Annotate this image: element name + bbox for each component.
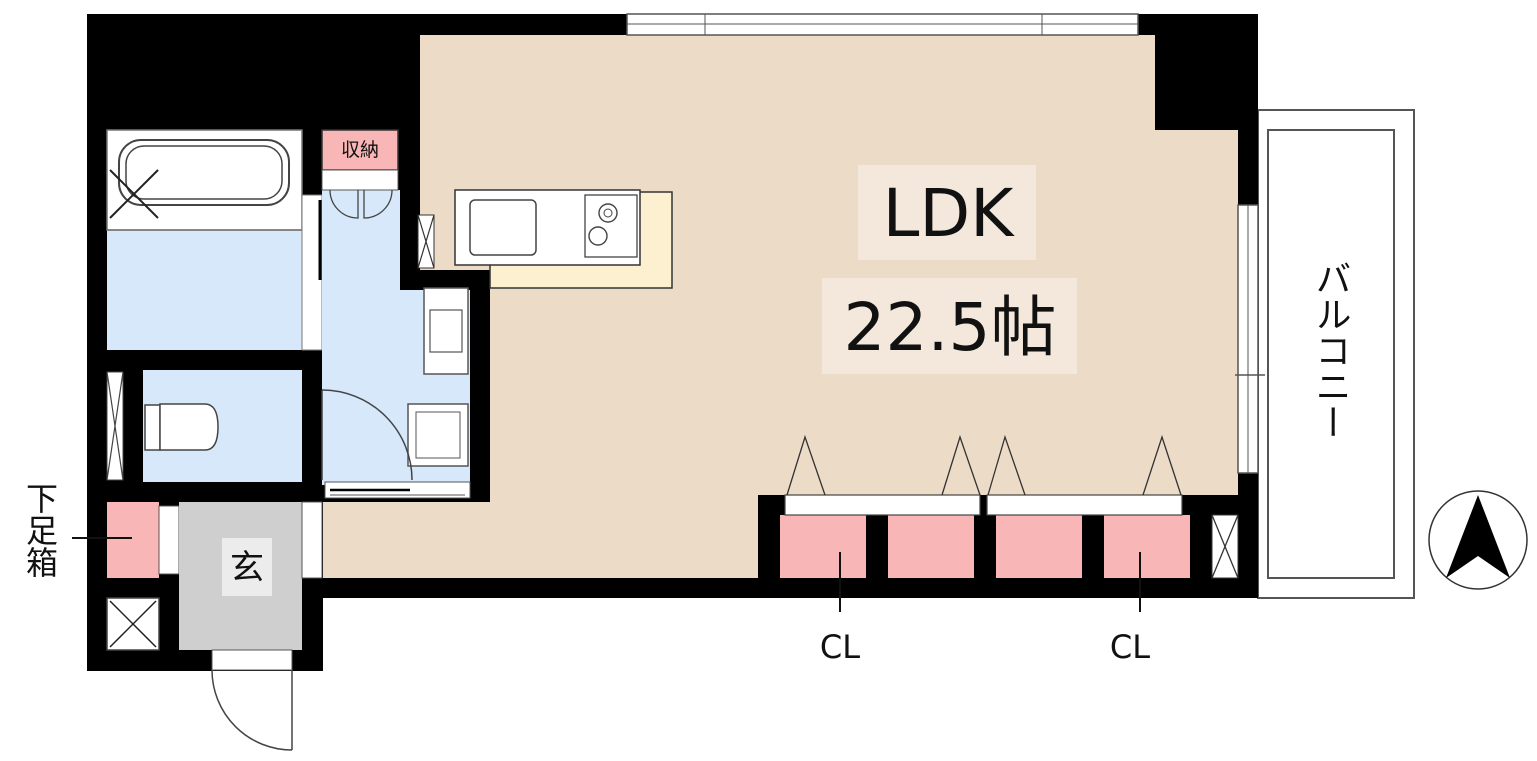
- balcony: [1257, 109, 1415, 599]
- bathroom: [106, 129, 323, 351]
- closet-label-left: CL: [820, 628, 860, 666]
- north-arrow-icon: [1428, 490, 1528, 590]
- closet-label-right: CL: [1110, 628, 1150, 666]
- outside-labels: CL CL 下足箱 バルコニー: [21, 260, 1351, 666]
- window-top: [626, 13, 1139, 36]
- entrance-label: 玄: [230, 548, 264, 588]
- ldk-size: 22.5帖: [844, 289, 1057, 366]
- ldk-name: LDK: [883, 175, 1016, 252]
- toilet: [106, 370, 302, 482]
- shoe-box-label: 下足箱: [21, 482, 59, 578]
- storage-label: 収納: [341, 139, 379, 161]
- closets: [780, 434, 1239, 612]
- storage-closet: 収納: [321, 129, 399, 219]
- washroom: [321, 190, 471, 499]
- balcony-label: バルコニー: [1310, 260, 1351, 440]
- entrance: 玄: [106, 501, 323, 751]
- ldk-labels: LDK 22.5帖: [822, 165, 1077, 374]
- kitchen: [417, 189, 673, 289]
- window-balcony: [1235, 204, 1265, 474]
